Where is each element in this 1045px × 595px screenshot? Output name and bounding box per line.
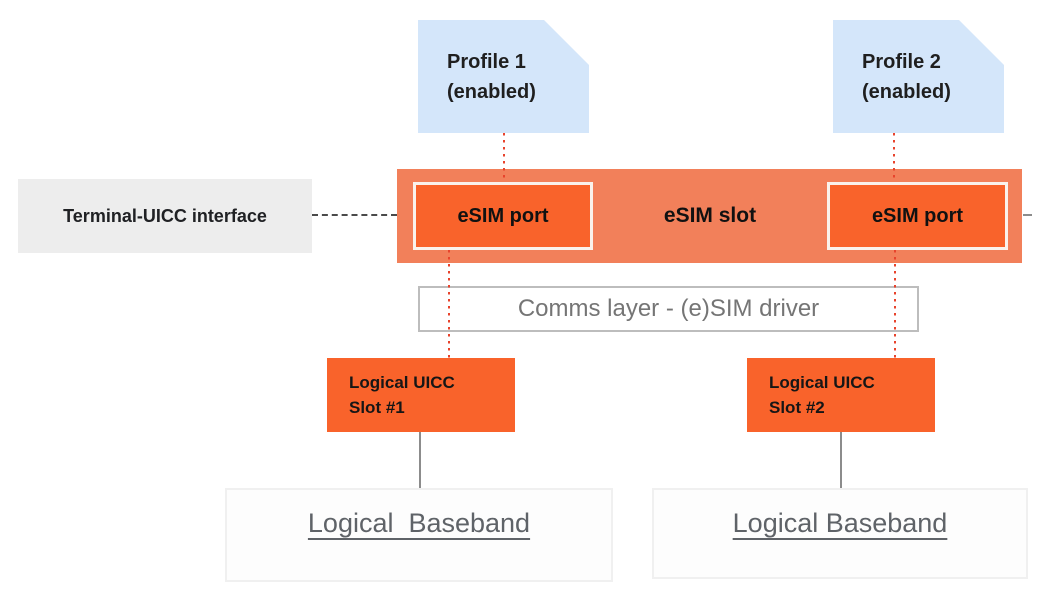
comms-layer-box: Comms layer - (e)SIM driver [418, 286, 919, 332]
terminal-interface-dashed-line [312, 214, 397, 216]
terminal-uicc-interface-text: Terminal-UICC interface [63, 205, 267, 226]
comms-layer-label: Comms layer - (e)SIM driver [517, 295, 820, 322]
esim-port1-box: eSIM port [413, 182, 593, 250]
uicc-slot2-line1: Logical UICC [769, 373, 875, 392]
uicc-slot1-line1: Logical UICC [349, 373, 455, 392]
profile2-port2-dotted-connector [893, 133, 895, 182]
esim-slot-box: eSIM slot eSIM port eSIM port [397, 169, 1022, 263]
logical-baseband2-label: Logical Baseband [732, 508, 948, 538]
logical-baseband2-box: Logical Baseband [652, 488, 1028, 579]
uicc-slot2-line2: Slot #2 [769, 398, 825, 417]
profile1-name: Profile 1 [447, 50, 526, 73]
esim-port1-label: eSIM port [457, 204, 549, 227]
profile2-name: Profile 2 [862, 50, 941, 73]
esim-port2-box: eSIM port [827, 182, 1008, 250]
terminal-interface-dash-right [1023, 214, 1032, 216]
profile1-state: (enabled) [447, 80, 536, 103]
terminal-uicc-interface-label: Terminal-UICC interface [18, 179, 312, 253]
logical-baseband1-label: Logical Baseband [307, 508, 531, 538]
uicc-slot1-line2: Slot #1 [349, 398, 405, 417]
profile1-card: Profile 1 (enabled) [418, 20, 589, 133]
profile2-state: (enabled) [862, 80, 951, 103]
logical-uicc-slot1-box: Logical UICC Slot #1 [327, 358, 515, 432]
profile1-port1-dotted-connector [503, 133, 505, 182]
profile2-card: Profile 2 (enabled) [833, 20, 1004, 133]
esim-slot-label: eSIM slot [663, 204, 757, 227]
port2-uiccslot2-dotted-connector [894, 250, 896, 358]
uiccslot2-baseband2-connector [840, 432, 842, 488]
esim-port2-label: eSIM port [871, 204, 964, 227]
logical-baseband1-box: Logical Baseband [225, 488, 613, 582]
port1-uiccslot1-dotted-connector [448, 250, 450, 358]
logical-uicc-slot2-box: Logical UICC Slot #2 [747, 358, 935, 432]
uiccslot1-baseband1-connector [419, 432, 421, 488]
